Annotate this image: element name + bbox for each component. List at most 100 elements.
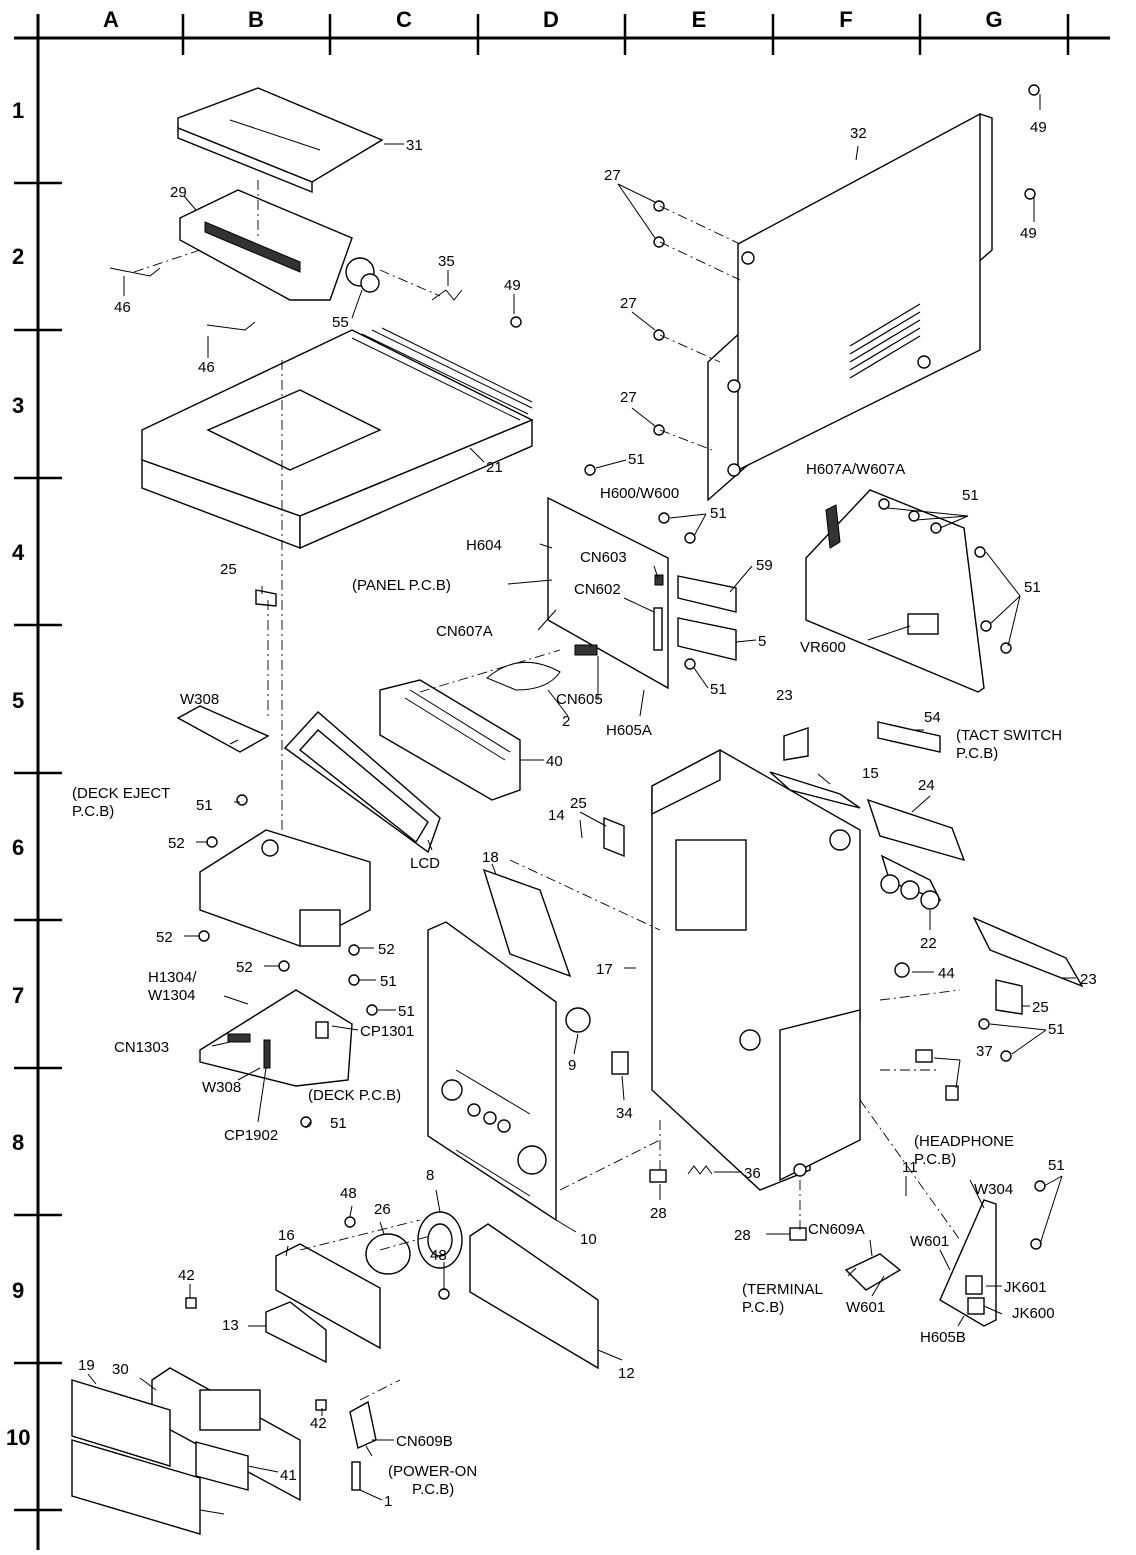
callout-tact-switch-2: P.C.B) — [956, 745, 998, 762]
callout-40: 40 — [546, 753, 563, 770]
callout-cn609b: CN609B — [396, 1433, 453, 1450]
callout-2: 2 — [562, 713, 570, 730]
row-header: 8 — [12, 1130, 24, 1155]
callout-44: 44 — [938, 965, 955, 982]
callout-52: 52 — [168, 835, 185, 852]
callout-51: 51 — [710, 505, 727, 522]
callout-h604: H604 — [466, 537, 502, 554]
callout-13: 13 — [222, 1317, 239, 1334]
callout-h607a-w607a: H607A/W607A — [806, 461, 905, 478]
callout-w308: W308 — [202, 1079, 241, 1096]
callout-cn602: CN602 — [574, 581, 621, 598]
callout-w308: W308 — [180, 691, 219, 708]
callout-48: 48 — [430, 1247, 447, 1264]
row-header: 5 — [12, 688, 24, 713]
callout-8: 8 — [426, 1167, 434, 1184]
callout-46: 46 — [198, 359, 215, 376]
callout-27: 27 — [620, 389, 637, 406]
callout-h1304: H1304/ — [148, 969, 197, 986]
row-header: 6 — [12, 835, 24, 860]
row-header: 1 — [12, 98, 24, 123]
callout-jk601: JK601 — [1004, 1279, 1047, 1296]
callout-51: 51 — [398, 1003, 415, 1020]
callout-51: 51 — [330, 1115, 347, 1132]
callout-41: 41 — [280, 1467, 297, 1484]
column-header: F — [839, 7, 852, 32]
callout-49: 49 — [1030, 119, 1047, 136]
callout-25: 25 — [570, 795, 587, 812]
callout-w1304: W1304 — [148, 987, 196, 1004]
callout-p-c-b: P.C.B) — [914, 1151, 956, 1168]
callout-55: 55 — [332, 314, 349, 331]
column-header: G — [985, 7, 1002, 32]
parts-artwork — [71, 84, 1084, 1535]
callout-power-on: (POWER-ON — [388, 1463, 477, 1480]
column-headers: A B C D E F G — [103, 7, 1003, 32]
column-header: D — [543, 7, 559, 32]
callout-panel-pcb: (PANEL P.C.B) — [352, 577, 451, 594]
callout-36: 36 — [744, 1165, 761, 1182]
callout-49: 49 — [504, 277, 521, 294]
callout-9: 9 — [568, 1057, 576, 1074]
callout-23: 23 — [1080, 971, 1097, 988]
callout-w601: W601 — [846, 1299, 885, 1316]
callout-48: 48 — [340, 1185, 357, 1202]
callout-labels: 31 29 46 35 55 49 46 49 32 27 49 27 27 2… — [72, 119, 1097, 1510]
callout-28: 28 — [734, 1227, 751, 1244]
grid-frame — [14, 14, 1110, 1550]
callout-51: 51 — [196, 797, 213, 814]
callout-terminal: (TERMINAL — [742, 1281, 823, 1298]
callout-deck-eject-2: P.C.B) — [72, 803, 114, 820]
callout-52: 52 — [236, 959, 253, 976]
callout-37: 37 — [976, 1043, 993, 1060]
callout-cn1303: CN1303 — [114, 1039, 169, 1056]
callout-27: 27 — [604, 167, 621, 184]
callout-15: 15 — [862, 765, 879, 782]
callout-deck-pcb: (DECK P.C.B) — [308, 1087, 401, 1104]
callout-5: 5 — [758, 633, 766, 650]
column-header: C — [396, 7, 412, 32]
callout-h605a: H605A — [606, 722, 652, 739]
callout-cp1301: CP1301 — [360, 1023, 414, 1040]
callout-tact-switch: (TACT SWITCH — [956, 727, 1062, 744]
callout-59: 59 — [756, 557, 773, 574]
callout-51: 51 — [710, 681, 727, 698]
callout-35: 35 — [438, 253, 455, 270]
callout-51: 51 — [1048, 1157, 1065, 1174]
callout-14: 14 — [548, 807, 565, 824]
row-header: 7 — [12, 983, 24, 1008]
callout-51: 51 — [1048, 1021, 1065, 1038]
callout-49: 49 — [1020, 225, 1037, 242]
callout-27: 27 — [620, 295, 637, 312]
callout-23: 23 — [776, 687, 793, 704]
callout-51: 51 — [628, 451, 645, 468]
callout-cp1902: CP1902 — [224, 1127, 278, 1144]
callout-cn609a: CN609A — [808, 1221, 865, 1238]
callout-17: 17 — [596, 961, 613, 978]
row-header: 10 — [6, 1425, 30, 1450]
callout-12: 12 — [618, 1365, 635, 1382]
callout-h600-w600: H600/W600 — [600, 485, 679, 502]
callout-52: 52 — [156, 929, 173, 946]
row-header: 2 — [12, 244, 24, 269]
callout-cn603: CN603 — [580, 549, 627, 566]
column-header: B — [248, 7, 264, 32]
callout-25: 25 — [220, 561, 237, 578]
callout-54: 54 — [924, 709, 941, 726]
callout-30: 30 — [112, 1361, 129, 1378]
callout-jk600: JK600 — [1012, 1305, 1055, 1322]
assembly-lines — [133, 180, 961, 1401]
callout-1: 11 — [902, 1159, 918, 1176]
callout-16: 16 — [278, 1227, 295, 1244]
callout-vr600: VR600 — [800, 639, 846, 656]
callout-19: 19 — [78, 1357, 95, 1374]
callout-26: 26 — [374, 1201, 391, 1218]
callout-25: 25 — [1032, 999, 1049, 1016]
callout-24: 24 — [918, 777, 935, 794]
callout-deck-eject: (DECK EJECT — [72, 785, 170, 802]
row-headers: 1 2 3 4 5 6 7 8 9 10 — [6, 98, 30, 1450]
callout-w601: W601 — [910, 1233, 949, 1250]
callout-p-c-b: P.C.B) — [412, 1481, 454, 1498]
callout-28: 28 — [650, 1205, 667, 1222]
